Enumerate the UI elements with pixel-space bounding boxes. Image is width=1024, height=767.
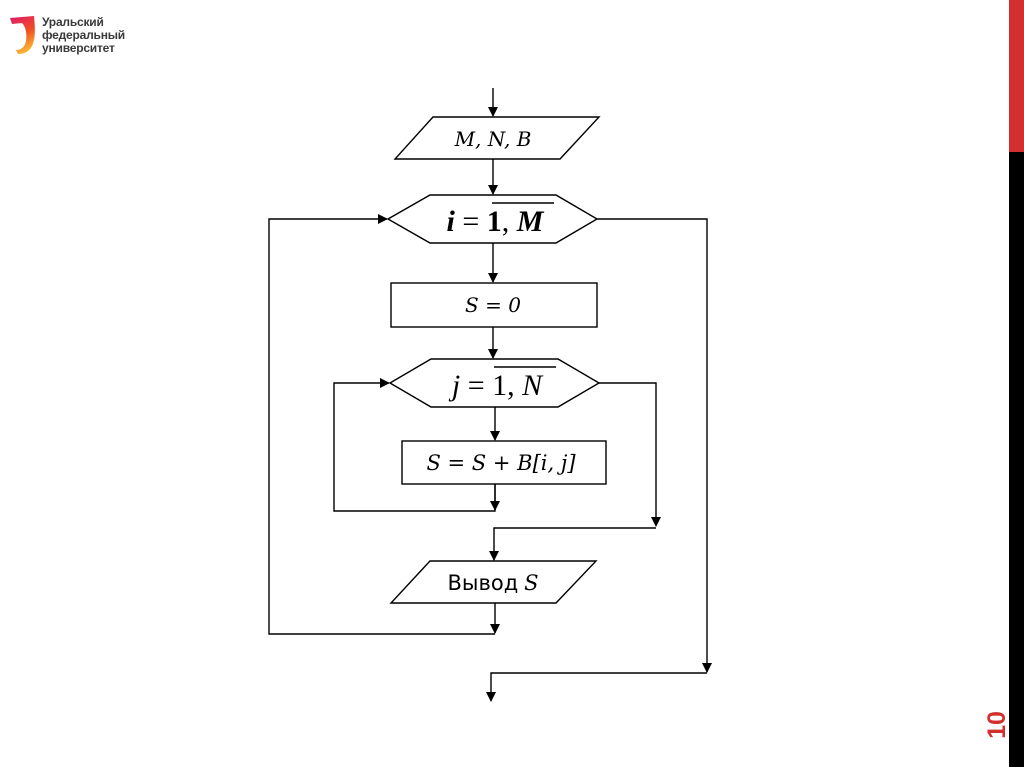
- exit-arrow: [486, 672, 707, 702]
- init-block-shape: [390, 282, 598, 328]
- logo-line: университет: [42, 41, 115, 55]
- inner-exit-to-output: [489, 527, 656, 561]
- logo-line: Уральский: [42, 15, 104, 29]
- logo-line: федеральный: [42, 28, 125, 42]
- output-block-shape: [389, 560, 598, 604]
- side-accent-bar: [1009, 0, 1024, 767]
- inner-loop-text: j = 1, N: [448, 369, 544, 402]
- side-accent-red: [1009, 0, 1024, 152]
- input-block-text: M, N, B: [454, 127, 532, 151]
- sum-block-text: S = S + B[i, j]: [426, 451, 576, 475]
- sum-block-shape: [401, 440, 607, 485]
- outer-loop-return: [268, 214, 495, 635]
- inner-loop-exit: [599, 382, 661, 527]
- page-number: 10: [983, 711, 1011, 739]
- outer-loop-exit: [597, 218, 712, 673]
- output-block-text: Вывод S: [448, 571, 539, 595]
- outer-loop-text: i = 1, M: [447, 205, 545, 238]
- logo-text: Уральский федеральный университет: [42, 16, 125, 55]
- university-logo: Уральский федеральный университет: [8, 12, 168, 62]
- init-block-text: S = 0: [465, 293, 521, 317]
- logo-swoosh-icon: [10, 16, 35, 54]
- input-block-shape: [393, 116, 601, 160]
